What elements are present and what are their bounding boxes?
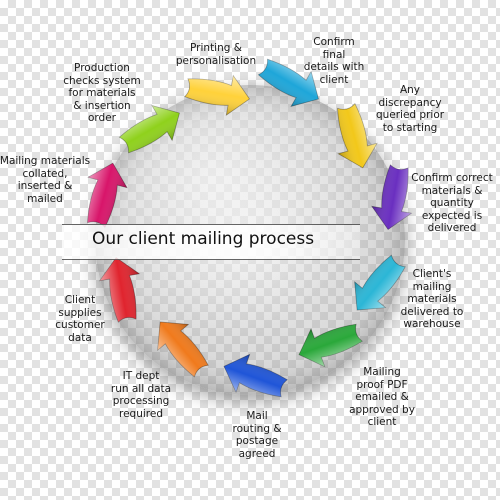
process-arrow xyxy=(184,74,251,117)
step-label-printing: Printing &personalisation xyxy=(175,42,257,67)
process-arrow xyxy=(298,323,363,368)
process-arrow xyxy=(337,102,378,169)
process-arrow xyxy=(370,164,413,231)
process-arrow xyxy=(118,105,180,154)
process-arrow xyxy=(257,58,319,107)
process-arrow xyxy=(157,321,209,378)
diagram-title: Our client mailing process xyxy=(92,229,315,249)
process-arrow xyxy=(223,353,288,398)
process-arrow xyxy=(87,162,128,229)
title-banner xyxy=(62,224,360,260)
process-arrow xyxy=(354,254,406,311)
process-arrow xyxy=(98,256,141,323)
